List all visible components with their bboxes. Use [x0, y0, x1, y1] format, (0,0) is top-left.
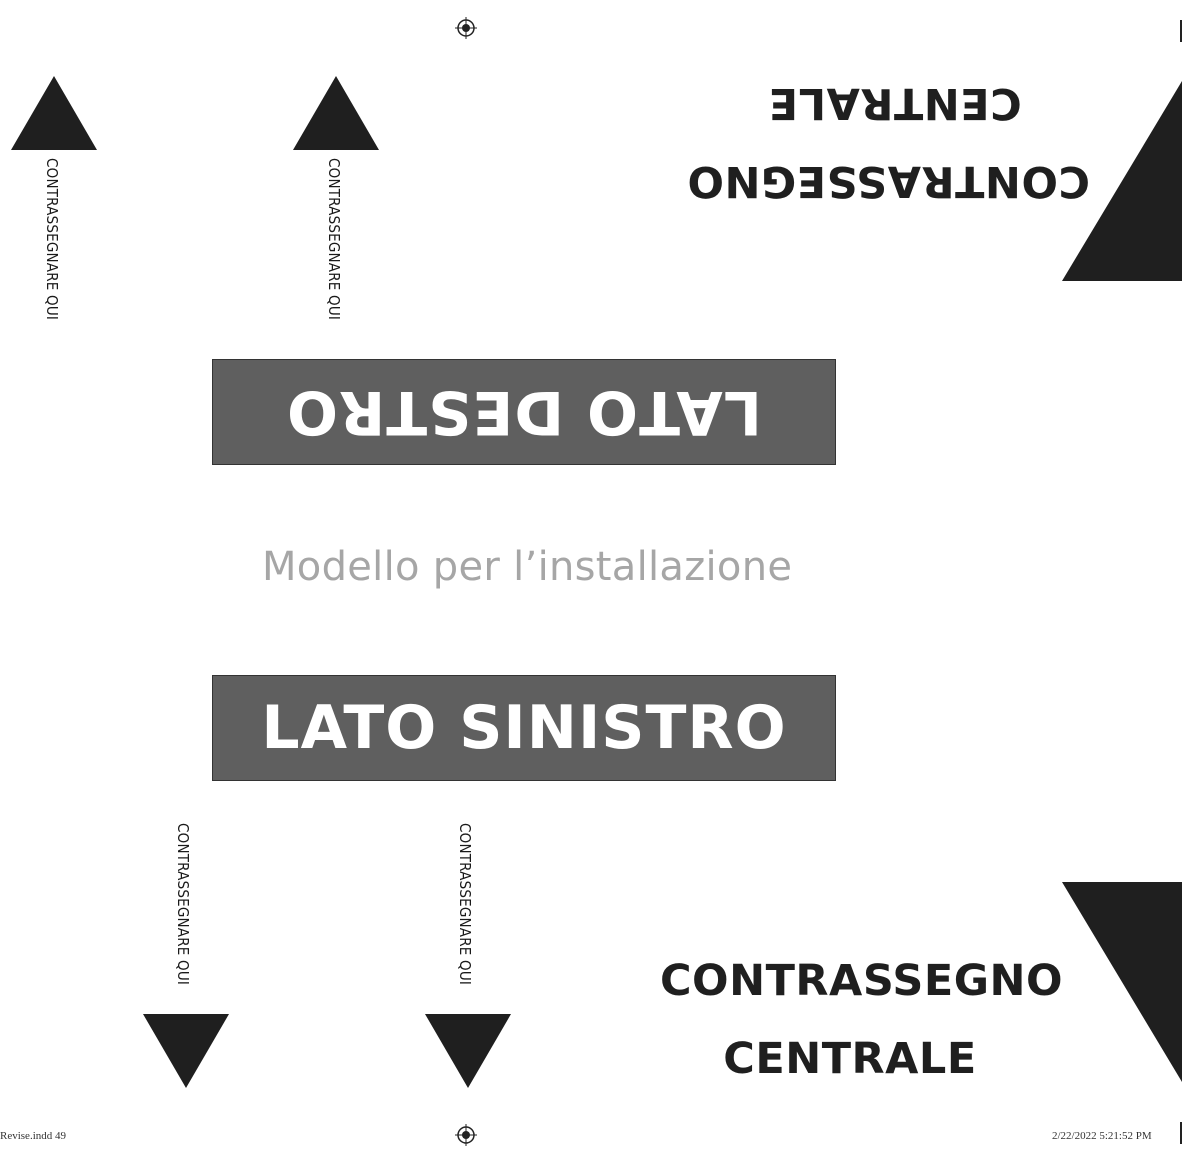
- mark-here-label: CONTRASSEGNARE QUI: [43, 158, 61, 321]
- mark-arrow-up-right: [293, 76, 379, 150]
- left-side-banner: LATO SINISTRO: [212, 675, 836, 781]
- left-side-label: LATO SINISTRO: [261, 693, 787, 763]
- center-mark-label-inverted: CONTRASSEGNO CENTRALE: [686, 64, 1090, 220]
- mark-here-label: CONTRASSEGNARE QUI: [174, 823, 192, 986]
- center-mark-triangle-top: [1062, 81, 1182, 281]
- print-slug-timestamp: 2/22/2022 5:21:52 PM: [1052, 1130, 1152, 1142]
- mark-arrow-down-left: [143, 1014, 229, 1088]
- crop-line-top-right: [1180, 20, 1182, 42]
- template-title: Modello per l’installazione: [262, 544, 793, 590]
- right-side-label: LATO DESTRO: [286, 377, 762, 447]
- right-side-banner: LATO DESTRO: [212, 359, 836, 465]
- print-slug-filename: Revise.indd 49: [0, 1130, 66, 1142]
- center-mark-line2: CENTRALE: [723, 1034, 977, 1084]
- registration-mark-bottom: [455, 1124, 477, 1146]
- mark-here-label: CONTRASSEGNARE QUI: [456, 823, 474, 986]
- registration-mark-top: [455, 17, 477, 39]
- center-mark-triangle-bottom: [1062, 882, 1182, 1082]
- center-mark-label: CONTRASSEGNO CENTRALE: [660, 942, 1064, 1098]
- mark-arrow-down-right: [425, 1014, 511, 1088]
- mark-here-label: CONTRASSEGNARE QUI: [325, 158, 343, 321]
- mark-arrow-up-left: [11, 76, 97, 150]
- center-mark-line2: CENTRALE: [768, 78, 1022, 128]
- center-mark-line1: CONTRASSEGNO: [686, 156, 1090, 206]
- crop-line-bottom-right: [1180, 1122, 1182, 1144]
- center-mark-line1: CONTRASSEGNO: [660, 956, 1064, 1006]
